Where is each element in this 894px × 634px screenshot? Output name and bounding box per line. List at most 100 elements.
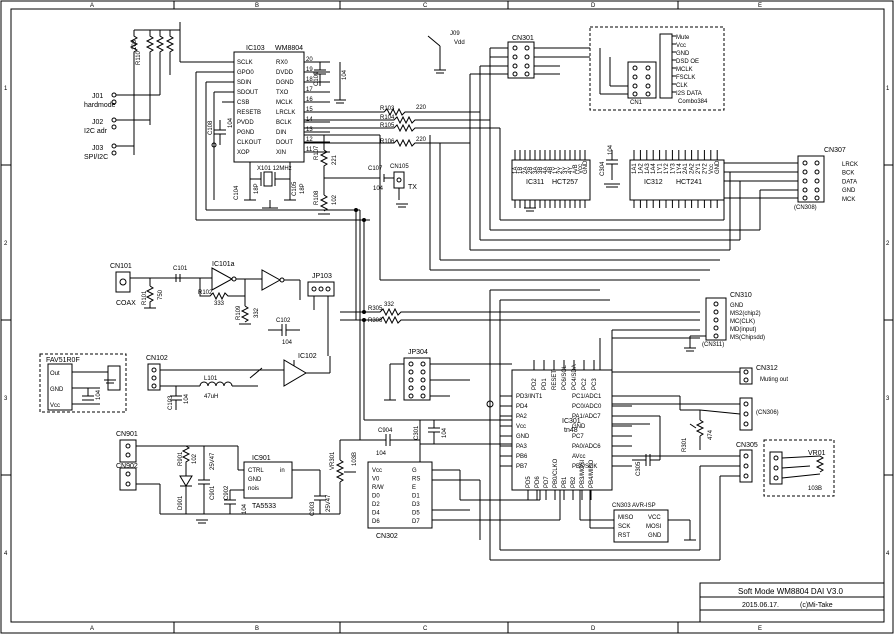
r103-val: 220 — [416, 105, 427, 111]
cn302-pin-label: Vcc — [372, 468, 382, 474]
col-label-d: D — [591, 3, 596, 9]
ic301-pin-label: PB3/MOSI — [580, 459, 586, 488]
jumper-j03[interactable] — [111, 143, 134, 156]
jumper-j02[interactable] — [111, 117, 150, 130]
ic103-pin-label: RX0 — [276, 60, 288, 66]
connector-cn901[interactable] — [119, 439, 340, 515]
cn302-pin-label: D3 — [412, 502, 420, 508]
resistor-array-r110 — [129, 22, 181, 155]
connector-cn101[interactable] — [115, 271, 212, 309]
cn1-part: Combo384 — [678, 99, 708, 105]
ic311-pin-label: 2A — [523, 167, 529, 174]
r109-val: 332 — [254, 307, 260, 318]
cn307-pin-label: BCK — [842, 171, 854, 177]
ic103-pin-label: MCLK — [276, 100, 293, 106]
c108-ref: C108 — [208, 120, 214, 135]
ic301-pin-label: PC1/ADC1 — [572, 394, 602, 400]
ic103-pin-label: RESETB — [237, 110, 261, 116]
ic311-pin-label: 2Y — [558, 167, 564, 174]
connector-cn102[interactable] — [147, 363, 300, 410]
cn307-pin-label: GND — [842, 188, 856, 194]
ic103-pin-label: DIN — [276, 130, 286, 136]
cn1-box — [589, 26, 725, 111]
ic311-pin-label: A/B — [573, 164, 579, 174]
ground-symbols — [104, 183, 696, 524]
r101-ref: R101 — [142, 290, 148, 305]
j01-ref: J01 — [92, 93, 103, 100]
vr01-ref: VR01 — [808, 450, 826, 457]
r110-val: 103 — [132, 39, 138, 50]
cn303-pin-mosi: MOSI — [646, 524, 662, 530]
fav-pin-gnd: GND — [50, 387, 64, 393]
ic103-pin-label: SCLK — [237, 60, 253, 66]
ic312-pin-label: 1A1 — [632, 163, 638, 174]
resistors-r103-r106 — [304, 107, 500, 148]
ic301-pin-label: PD4 — [516, 404, 528, 410]
ic103-pin-label: CSB — [237, 100, 249, 106]
r106-ref: R106 — [380, 139, 395, 145]
cn307-sub: (CN308) — [794, 205, 817, 211]
ic103-ref: IC103 — [246, 45, 265, 52]
cn901-ref: CN901 — [116, 431, 138, 438]
ic301-pin-label: GND — [572, 424, 586, 430]
author-text: (c)Mi-Take — [800, 602, 833, 609]
cap-c304 — [606, 150, 618, 180]
cn101-ref: CN101 — [110, 263, 132, 270]
ic312-pin-label: 1Y4 — [677, 163, 683, 174]
fav-module — [39, 353, 127, 413]
ic312-pin-label: 1Y1 — [658, 163, 664, 174]
cn302-pin-label: D5 — [412, 511, 420, 517]
ic103-pin-number: 20 — [306, 57, 313, 63]
j09-vdd — [427, 35, 446, 74]
cn902-ref: CN902 — [116, 463, 138, 470]
ic103-body — [233, 51, 305, 163]
connector-cn312[interactable] — [612, 367, 753, 385]
row-label-4: 4 — [4, 551, 8, 557]
cn303-pin-sck: SCK — [618, 524, 630, 530]
jumper-jp304[interactable] — [384, 357, 512, 401]
connector-cn302[interactable] — [367, 461, 433, 529]
connector-cn306[interactable] — [612, 397, 753, 431]
r103-ref: R103 — [380, 106, 395, 112]
col-label-d-bottom: D — [591, 626, 596, 632]
ic301-pin-label: PC4/SDA — [572, 364, 578, 390]
jumper-j01[interactable] — [111, 92, 160, 105]
connector-cn303[interactable] — [613, 509, 669, 543]
r102-ref: R102 — [198, 290, 213, 296]
c903-val: 25V47 — [326, 494, 332, 512]
fav-ref: FAV51R0F — [46, 357, 80, 364]
ic311-pin-label: 4Y — [568, 167, 574, 174]
ic901-pin-in: in — [280, 468, 285, 474]
ic301-pin-label: PA2 — [516, 414, 528, 420]
c901-val: 25V47 — [210, 452, 216, 470]
jp304-ref: JP304 — [408, 349, 428, 356]
ic301-pin-label: PC2 — [582, 378, 588, 390]
connector-cn310[interactable] — [689, 297, 727, 348]
cn302-pin-label: D4 — [372, 511, 380, 517]
c108-val: 104 — [228, 117, 234, 128]
ic103-pin-label: XOP — [237, 150, 250, 156]
row-label-4-right: 4 — [886, 551, 890, 557]
r108-ref: R108 — [314, 190, 320, 205]
ic312-pin-label: 1A2 — [638, 163, 644, 174]
jumper-jp103[interactable] — [307, 281, 335, 356]
ic301-pin-label: PD3/INT1 — [516, 394, 543, 400]
l101-val: 47uH — [204, 394, 218, 400]
resistor-r301 — [689, 410, 705, 450]
connector-cn301[interactable] — [470, 41, 590, 79]
r101-val: 750 — [158, 289, 164, 300]
r102-val: 333 — [214, 301, 225, 307]
cn1-pin-label: Vcc — [676, 43, 686, 49]
cn1-pin-label: GND — [676, 51, 690, 57]
connector-cn307[interactable] — [724, 155, 825, 203]
ic103-pin-label: GPO0 — [237, 70, 254, 76]
vr301-c903 — [314, 440, 356, 514]
ic311-ref: IC311 — [526, 179, 544, 186]
c107-val: 104 — [373, 186, 384, 192]
ic311-pin-label: Vcc — [578, 164, 584, 174]
c103-val: 104 — [184, 393, 190, 404]
row-label-3: 3 — [4, 396, 8, 402]
